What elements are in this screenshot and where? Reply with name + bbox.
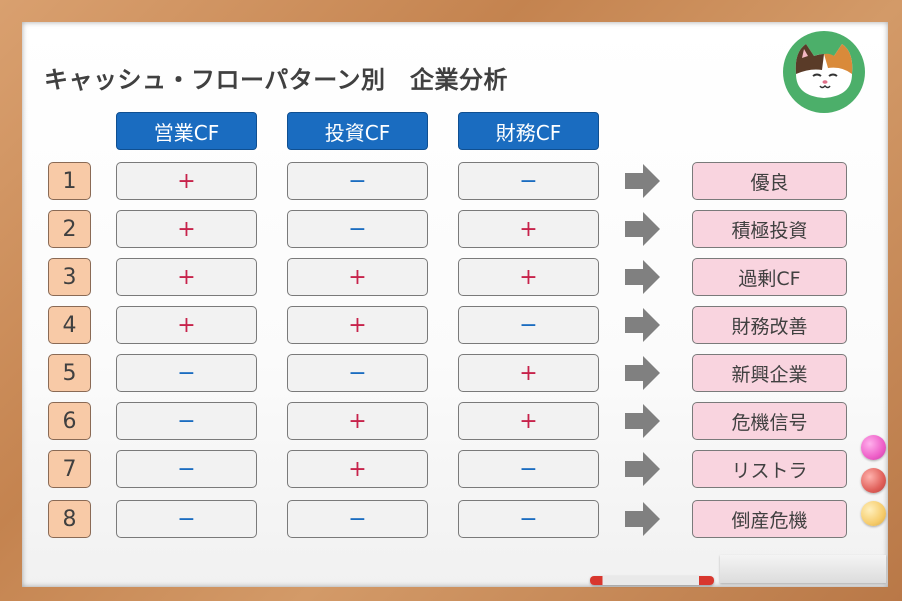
result-row-3: 過剰CF bbox=[692, 258, 847, 296]
header-investing-cf: 投資CF bbox=[287, 112, 428, 150]
right-arrow-icon bbox=[625, 212, 660, 246]
yellow-magnet-icon bbox=[861, 501, 886, 526]
cell-operating-cf-row-2: + bbox=[116, 210, 257, 248]
right-arrow-icon bbox=[625, 308, 660, 342]
result-row-4: 財務改善 bbox=[692, 306, 847, 344]
cell-operating-cf-row-8: − bbox=[116, 500, 257, 538]
result-row-1: 優良 bbox=[692, 162, 847, 200]
result-row-6: 危機信号 bbox=[692, 402, 847, 440]
row-number-7: 7 bbox=[48, 450, 91, 488]
right-arrow-icon bbox=[625, 164, 660, 198]
row-number-8: 8 bbox=[48, 500, 91, 538]
header-operating-cf: 営業CF bbox=[116, 112, 257, 150]
cell-financing-cf-row-1: − bbox=[458, 162, 599, 200]
cell-investing-cf-row-6: + bbox=[287, 402, 428, 440]
cell-investing-cf-row-7: + bbox=[287, 450, 428, 488]
cell-investing-cf-row-8: − bbox=[287, 500, 428, 538]
row-number-3: 3 bbox=[48, 258, 91, 296]
right-arrow-icon bbox=[625, 260, 660, 294]
result-row-7: リストラ bbox=[692, 450, 847, 488]
cell-operating-cf-row-7: − bbox=[116, 450, 257, 488]
eraser bbox=[720, 555, 886, 583]
result-row-2: 積極投資 bbox=[692, 210, 847, 248]
cell-investing-cf-row-1: − bbox=[287, 162, 428, 200]
red-magnet-icon bbox=[861, 468, 886, 493]
cell-investing-cf-row-4: + bbox=[287, 306, 428, 344]
row-number-2: 2 bbox=[48, 210, 91, 248]
right-arrow-icon bbox=[625, 356, 660, 390]
right-arrow-icon bbox=[625, 452, 660, 486]
cell-investing-cf-row-5: − bbox=[287, 354, 428, 392]
cell-operating-cf-row-4: + bbox=[116, 306, 257, 344]
cell-financing-cf-row-8: − bbox=[458, 500, 599, 538]
cell-investing-cf-row-2: − bbox=[287, 210, 428, 248]
row-number-4: 4 bbox=[48, 306, 91, 344]
cell-operating-cf-row-1: + bbox=[116, 162, 257, 200]
result-row-8: 倒産危機 bbox=[692, 500, 847, 538]
page-title: キャッシュ・フローパターン別 企業分析 bbox=[44, 66, 509, 94]
header-financing-cf: 財務CF bbox=[458, 112, 599, 150]
result-row-5: 新興企業 bbox=[692, 354, 847, 392]
cell-financing-cf-row-4: − bbox=[458, 306, 599, 344]
row-number-6: 6 bbox=[48, 402, 91, 440]
cell-operating-cf-row-6: − bbox=[116, 402, 257, 440]
cell-operating-cf-row-3: + bbox=[116, 258, 257, 296]
calico-cat-face-icon bbox=[783, 31, 865, 113]
cell-financing-cf-row-3: + bbox=[458, 258, 599, 296]
cell-financing-cf-row-6: + bbox=[458, 402, 599, 440]
cell-financing-cf-row-2: + bbox=[458, 210, 599, 248]
marker-pen bbox=[590, 576, 714, 585]
row-number-5: 5 bbox=[48, 354, 91, 392]
right-arrow-icon bbox=[625, 404, 660, 438]
pink-magnet-icon bbox=[861, 435, 886, 460]
right-arrow-icon bbox=[625, 502, 660, 536]
cell-financing-cf-row-5: + bbox=[458, 354, 599, 392]
cell-financing-cf-row-7: − bbox=[458, 450, 599, 488]
row-number-1: 1 bbox=[48, 162, 91, 200]
cell-operating-cf-row-5: − bbox=[116, 354, 257, 392]
cell-investing-cf-row-3: + bbox=[287, 258, 428, 296]
